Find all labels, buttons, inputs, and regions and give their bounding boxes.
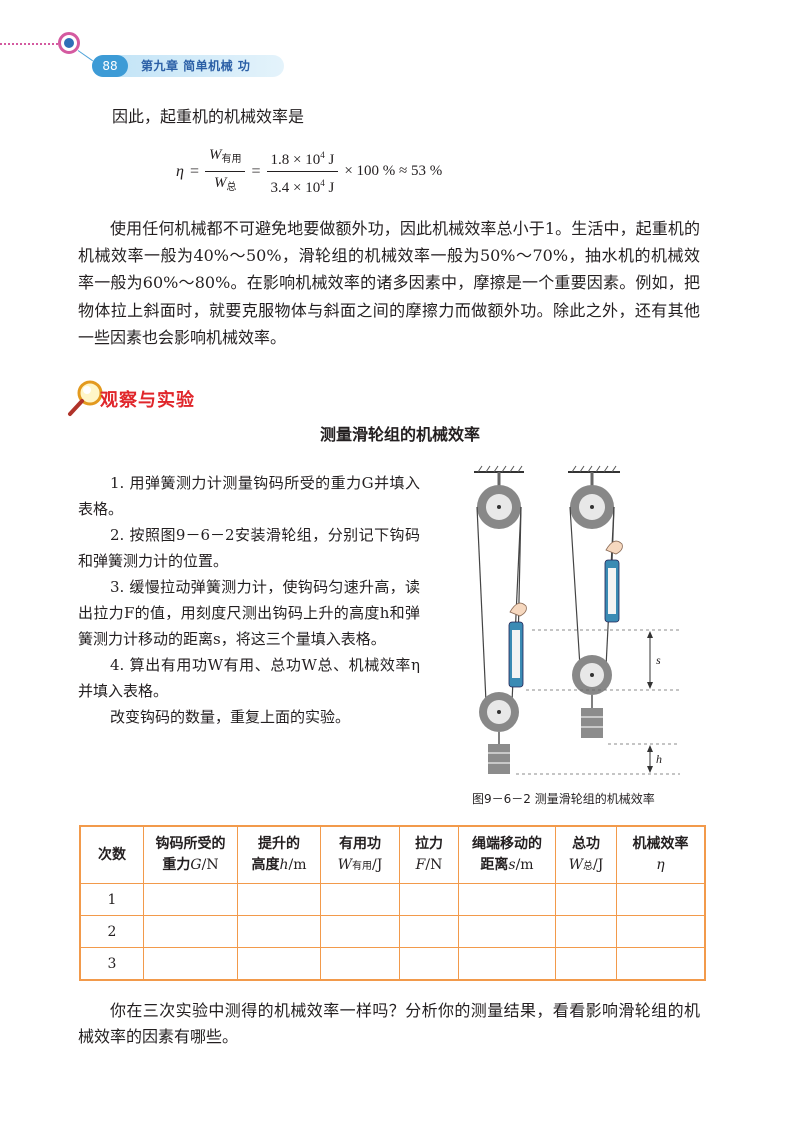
step-3: 3. 缓慢拉动弹簧测力计，使钩码匀速升高，读出拉力F的值，用刻度尺测出钩码上升的… <box>78 578 420 648</box>
row-index: 1 <box>79 883 144 916</box>
step-1: 1. 用弹簧测力计测量钩码所受的重力G并填入表格。 <box>78 474 420 518</box>
header-ring-icon <box>58 32 80 54</box>
cell-pull-force[interactable] <box>399 915 459 948</box>
formula-equals-2: = <box>251 162 261 180</box>
cell-weight[interactable] <box>143 883 238 916</box>
formula-num-value: 1.8 × 10 <box>270 152 321 168</box>
cell-rope-distance[interactable] <box>458 947 556 981</box>
formula-fraction-symbolic: W有用 W总 <box>204 144 246 199</box>
figure-label-h: h <box>656 752 662 766</box>
cell-useful-work[interactable] <box>320 947 400 981</box>
formula-eta: η <box>176 162 184 180</box>
formula-w-useful: W <box>208 147 222 163</box>
formula-w-total-sub: 总 <box>226 182 237 193</box>
formula-tail: × 100 % ≈ 53 % <box>344 163 443 179</box>
efficiency-formula: η = W有用 W总 = 1.8 × 104 J 3.4 × 104 J × 1… <box>176 144 442 199</box>
formula-w-useful-sub: 有用 <box>221 154 242 165</box>
row-index: 3 <box>79 947 144 981</box>
intro-lead: 因此，起重机的机械效率是 <box>112 107 305 126</box>
step-5: 改变钩码的数量，重复上面的实验。 <box>110 708 351 726</box>
cell-pull-force[interactable] <box>399 883 459 916</box>
header-connector <box>77 50 94 62</box>
cell-efficiency[interactable] <box>616 883 706 916</box>
formula-equals: = <box>189 162 199 180</box>
table-row: 1 <box>79 883 706 916</box>
header-trials: 次数 <box>79 825 144 884</box>
cell-height[interactable] <box>237 883 321 916</box>
header-rope-distance: 绳端移动的距离s/m <box>458 825 556 884</box>
cell-efficiency[interactable] <box>616 915 706 948</box>
experiment-steps: 1. 用弹簧测力计测量钩码所受的重力G并填入表格。 2. 按照图9－6－2安装滑… <box>78 470 420 730</box>
cell-rope-distance[interactable] <box>458 883 556 916</box>
header-dotted-line <box>0 43 62 45</box>
cell-height[interactable] <box>237 947 321 981</box>
header-banner <box>92 55 284 77</box>
figure-label-s: s <box>656 653 661 667</box>
cell-useful-work[interactable] <box>320 915 400 948</box>
cell-total-work[interactable] <box>555 883 617 916</box>
step-2: 2. 按照图9－6－2安装滑轮组，分别记下钩码和弹簧测力计的位置。 <box>78 526 420 570</box>
table-row: 3 <box>79 947 706 981</box>
formula-fraction-numeric: 1.8 × 104 J 3.4 × 104 J <box>266 144 339 199</box>
body-paragraph: 使用任何机械都不可避免地要做额外功，因此机械效率总小于1。生活中，起重机的机械效… <box>78 219 700 347</box>
cell-total-work[interactable] <box>555 947 617 981</box>
cell-efficiency[interactable] <box>616 947 706 981</box>
formula-den-unit: J <box>324 180 335 196</box>
magnifier-icon <box>68 380 103 416</box>
cell-useful-work[interactable] <box>320 883 400 916</box>
row-index: 2 <box>79 915 144 948</box>
formula-den-exp: 4 <box>320 178 325 188</box>
step-4: 4. 算出有用功W有用、总功W总、机械效率η并填入表格。 <box>78 656 420 700</box>
page-number: 88 <box>92 55 128 77</box>
pulley-figure: s h <box>474 465 680 775</box>
cell-total-work[interactable] <box>555 915 617 948</box>
cell-pull-force[interactable] <box>399 947 459 981</box>
chapter-title: 第九章 简单机械 功 <box>141 59 251 73</box>
cell-height[interactable] <box>237 915 321 948</box>
closing-paragraph: 你在三次实验中测得的机械效率一样吗？分析你的测量结果，看看影响滑轮组的机械效率的… <box>78 1001 700 1046</box>
formula-w-total: W <box>213 175 227 191</box>
experiment-title: 测量滑轮组的机械效率 <box>319 425 480 444</box>
figure-caption: 图9－6－2 测量滑轮组的机械效率 <box>472 792 655 806</box>
formula-den-value: 3.4 × 10 <box>270 180 321 196</box>
cell-rope-distance[interactable] <box>458 915 556 948</box>
cell-weight[interactable] <box>143 915 238 948</box>
cell-weight[interactable] <box>143 947 238 981</box>
table-row: 2 <box>79 915 706 948</box>
formula-num-exp: 4 <box>320 150 325 160</box>
formula-num-unit: J <box>324 152 335 168</box>
header-weight: 钩码所受的重力G/N <box>143 825 238 884</box>
section-label: 观察与实验 <box>100 390 195 411</box>
header-height: 提升的高度h/m <box>237 825 321 884</box>
